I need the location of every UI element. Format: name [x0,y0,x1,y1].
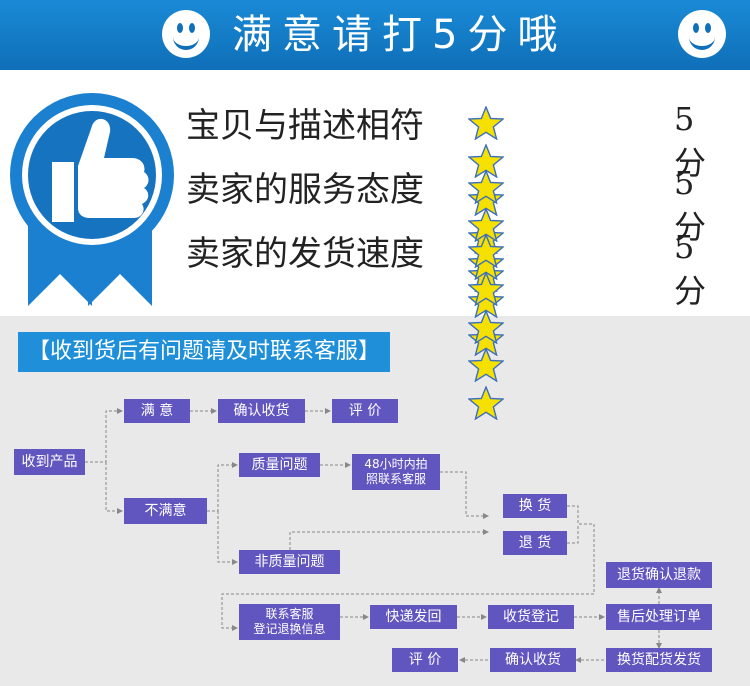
rating-score: 5分 [674,228,707,310]
smiley-icon [678,10,726,58]
star-icon [468,310,504,344]
node-text: 照联系客服 [365,472,426,486]
node-return: 退 货 [503,531,567,555]
node-confirm-receipt-2: 确认收货 [490,648,576,672]
rating-label: 卖家的服务态度 [186,170,424,210]
node-unsatisfied: 不满意 [124,498,207,524]
node-quality-issue: 质量问题 [239,453,320,477]
star-icon [468,106,504,140]
node-after-sales: 售后处理订单 [606,604,712,630]
rating-label: 卖家的发货速度 [186,234,424,274]
node-received: 收到产品 [14,449,85,475]
node-exchange: 换 货 [503,494,567,518]
thumbs-up-badge-icon [10,93,174,306]
star-icon [468,234,504,268]
node-contact-48h: 48小时内拍 照联系客服 [352,454,440,490]
node-confirm-receipt: 确认收货 [218,399,305,423]
node-contact-support: 联系客服 登记退换信息 [239,604,340,640]
node-non-quality-issue: 非质量问题 [239,550,340,574]
node-refund-confirm: 退货确认退款 [606,562,712,588]
top-banner: 满意请打5分哦 [0,0,750,70]
node-satisfied: 满 意 [124,399,190,423]
rating-panel: 宝贝与描述相符 5分 卖家的服务态度 5分 卖家的发货速度 5分 [0,70,750,420]
notice-banner: 【收到货后有问题请及时联系客服】 [18,332,391,372]
star-icon [468,170,504,204]
star-icon [468,386,504,420]
node-review: 评 价 [332,399,398,423]
node-review-2: 评 价 [392,648,458,672]
node-receipt-log: 收货登记 [488,605,574,629]
rating-score: 5分 [674,100,707,182]
node-text: 48小时内拍 [364,457,428,471]
node-text: 联系客服 [265,607,314,621]
star-rating [468,234,504,424]
node-text: 登记退换信息 [253,622,326,636]
smiley-icon [162,10,210,58]
banner-title: 满意请打5分哦 [232,12,568,58]
node-ship-back: 快递发回 [370,605,457,629]
rating-label: 宝贝与描述相符 [186,106,424,146]
node-exchange-ship: 换货配货发货 [606,648,712,672]
star-icon [468,272,504,306]
star-icon [468,348,504,382]
rating-score: 5分 [674,164,707,246]
